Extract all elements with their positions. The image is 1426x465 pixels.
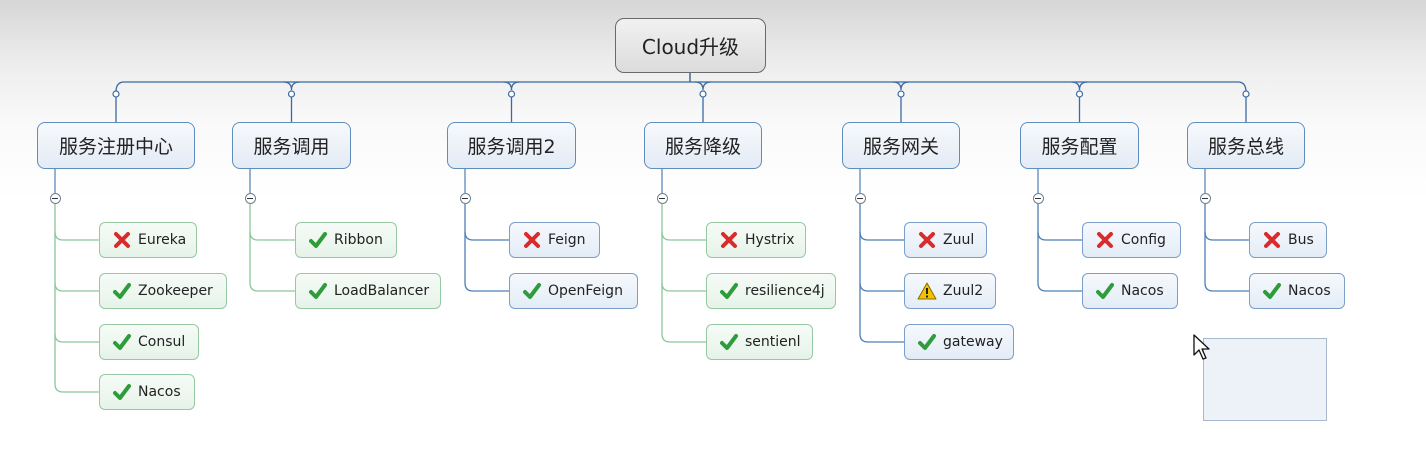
category-label: 服务调用2 xyxy=(467,136,556,158)
leaf-node-loadbalancer[interactable]: LoadBalancer xyxy=(295,273,441,309)
leaf-label: Ribbon xyxy=(334,232,383,248)
leaf-node-ribbon[interactable]: Ribbon xyxy=(295,222,397,258)
leaf-label: Bus xyxy=(1288,232,1314,248)
check-icon xyxy=(522,281,542,301)
root-node-label: Cloud升级 xyxy=(641,35,740,59)
check-icon xyxy=(112,382,132,402)
leaf-node-zookeeper[interactable]: Zookeeper xyxy=(99,273,227,309)
category-node[interactable]: 服务调用 xyxy=(232,122,351,169)
check-icon xyxy=(917,332,937,352)
collapse-toggle[interactable] xyxy=(49,193,61,204)
leaf-label: Zuul xyxy=(943,232,975,248)
leaf-label: resilience4j xyxy=(745,283,825,299)
leaf-label: Zookeeper xyxy=(138,283,213,299)
collapse-toggle[interactable] xyxy=(244,193,256,204)
warning-icon xyxy=(917,281,937,301)
check-icon xyxy=(1095,281,1115,301)
collapse-toggle[interactable] xyxy=(656,193,668,204)
collapse-toggle[interactable] xyxy=(1032,193,1044,204)
mouse-cursor-icon xyxy=(1193,334,1210,360)
leaf-label: gateway xyxy=(943,334,1003,350)
leaf-node-nacos[interactable]: Nacos xyxy=(1082,273,1178,309)
category-node[interactable]: 服务注册中心 xyxy=(37,122,195,169)
leaf-label: OpenFeign xyxy=(548,283,623,299)
leaf-node-zuul[interactable]: Zuul xyxy=(904,222,987,258)
category-node[interactable]: 服务总线 xyxy=(1187,122,1305,169)
selection-rectangle xyxy=(1203,338,1327,421)
root-node[interactable]: Cloud升级 xyxy=(615,18,766,73)
cross-icon xyxy=(1095,230,1115,250)
category-node[interactable]: 服务网关 xyxy=(842,122,960,169)
collapse-toggle[interactable] xyxy=(1199,193,1211,204)
category-node[interactable]: 服务降级 xyxy=(644,122,762,169)
leaf-node-bus[interactable]: Bus xyxy=(1249,222,1327,258)
leaf-label: Nacos xyxy=(1121,283,1164,299)
leaf-node-resilience4j[interactable]: resilience4j xyxy=(706,273,836,309)
leaf-label: Eureka xyxy=(138,232,187,248)
leaf-label: Consul xyxy=(138,334,186,350)
category-label: 服务降级 xyxy=(664,136,741,158)
leaf-node-feign[interactable]: Feign xyxy=(509,222,600,258)
leaf-node-gateway[interactable]: gateway xyxy=(904,324,1014,360)
category-label: 服务网关 xyxy=(862,136,939,158)
leaf-node-zuul2[interactable]: Zuul2 xyxy=(904,273,996,309)
leaf-label: Zuul2 xyxy=(943,283,984,299)
leaf-node-nacos[interactable]: Nacos xyxy=(99,374,195,410)
check-icon xyxy=(112,281,132,301)
leaf-node-hystrix[interactable]: Hystrix xyxy=(706,222,806,258)
leaf-label: Config xyxy=(1121,232,1166,248)
cross-icon xyxy=(112,230,132,250)
check-icon xyxy=(719,281,739,301)
leaf-node-sentienl[interactable]: sentienl xyxy=(706,324,813,360)
leaf-node-consul[interactable]: Consul xyxy=(99,324,199,360)
category-label: 服务调用 xyxy=(253,136,330,158)
leaf-label: Nacos xyxy=(138,384,181,400)
collapse-toggle[interactable] xyxy=(459,193,471,204)
cross-icon xyxy=(917,230,937,250)
leaf-node-openfeign[interactable]: OpenFeign xyxy=(509,273,638,309)
leaf-node-eureka[interactable]: Eureka xyxy=(99,222,197,258)
check-icon xyxy=(719,332,739,352)
category-label: 服务总线 xyxy=(1207,136,1284,158)
check-icon xyxy=(1262,281,1282,301)
category-label: 服务配置 xyxy=(1041,136,1118,158)
check-icon xyxy=(308,281,328,301)
leaf-node-nacos[interactable]: Nacos xyxy=(1249,273,1345,309)
leaf-label: sentienl xyxy=(745,334,801,350)
leaf-label: LoadBalancer xyxy=(334,283,430,299)
leaf-label: Hystrix xyxy=(745,232,795,248)
cross-icon xyxy=(522,230,542,250)
collapse-toggle[interactable] xyxy=(854,193,866,204)
category-node[interactable]: 服务配置 xyxy=(1020,122,1139,169)
cross-icon xyxy=(719,230,739,250)
category-node[interactable]: 服务调用2 xyxy=(447,122,576,169)
cross-icon xyxy=(1262,230,1282,250)
leaf-label: Nacos xyxy=(1288,283,1331,299)
check-icon xyxy=(112,332,132,352)
check-icon xyxy=(308,230,328,250)
leaf-node-config[interactable]: Config xyxy=(1082,222,1181,258)
category-label: 服务注册中心 xyxy=(58,136,173,158)
leaf-label: Feign xyxy=(548,232,586,248)
